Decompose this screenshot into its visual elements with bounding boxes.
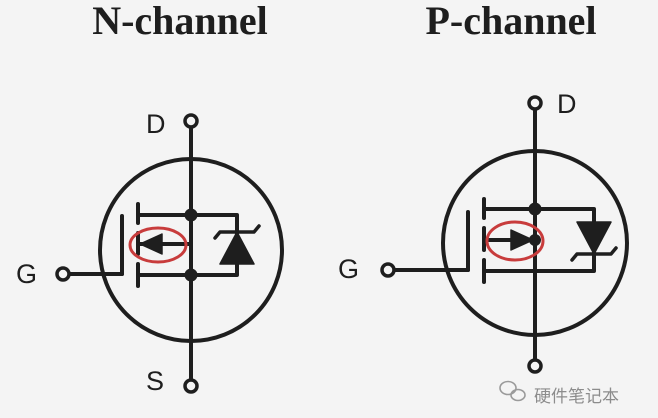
p-drain-terminal — [527, 95, 543, 111]
n-source-label: S — [146, 366, 164, 396]
n-drain-terminal — [183, 113, 199, 129]
n-drain-label: D — [146, 109, 166, 139]
p-diode-down-icon — [576, 221, 612, 255]
watermark-text: 硬件笔记本 — [534, 387, 619, 407]
n-channel-title: N-channel — [92, 0, 268, 43]
p-channel-title: P-channel — [425, 0, 596, 43]
n-arrow-highlight — [128, 226, 188, 264]
p-arrow-highlight — [485, 220, 545, 262]
n-channel-symbol: N-channel D S G — [16, 0, 284, 396]
p-junction-body — [529, 234, 541, 246]
n-source-terminal — [183, 378, 199, 394]
n-gate-label: G — [16, 259, 37, 289]
n-diode-up-icon — [219, 231, 255, 265]
p-arrow-right-icon — [510, 229, 534, 251]
n-diode-zener-bar — [213, 224, 261, 240]
watermark: 硬件笔记本 — [499, 380, 619, 407]
p-diode-zener-bar — [570, 246, 618, 262]
p-gate-label: G — [338, 254, 359, 284]
p-drain-label: D — [557, 89, 577, 119]
p-gate-terminal — [380, 262, 396, 278]
p-source-terminal — [527, 358, 543, 374]
n-arrow-left-icon — [139, 233, 163, 255]
n-gate-terminal — [55, 266, 71, 282]
wechat-icon — [499, 380, 526, 402]
p-channel-symbol: P-channel D G — [338, 0, 629, 374]
